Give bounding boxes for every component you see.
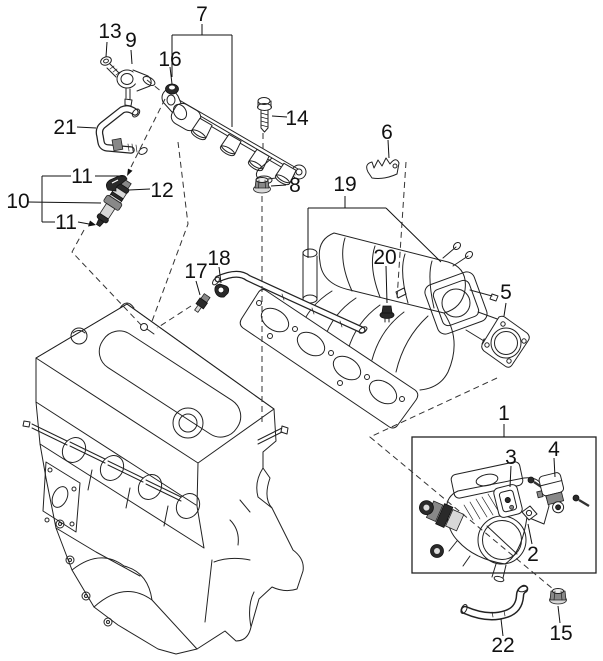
- bolt-13: [100, 56, 121, 78]
- intake-manifold-gasket: [239, 288, 419, 429]
- callout-15[interactable]: 15: [549, 622, 572, 645]
- callout-2[interactable]: 2: [527, 543, 539, 566]
- direction-arrows: [88, 168, 133, 227]
- callout-16[interactable]: 16: [158, 48, 181, 71]
- callout-5[interactable]: 5: [500, 281, 512, 304]
- sensor-17: [194, 293, 211, 313]
- throttle-gasket-5: [481, 315, 530, 368]
- callout-13[interactable]: 13: [98, 20, 121, 43]
- callout-7[interactable]: 7: [196, 3, 208, 26]
- callout-4[interactable]: 4: [548, 438, 560, 461]
- bolt-14: [257, 97, 272, 133]
- fuel-rail: [161, 89, 307, 186]
- callout-14[interactable]: 14: [285, 107, 309, 130]
- engine-block: [22, 302, 304, 655]
- bracket-6: [366, 157, 400, 179]
- assembly-dashed-lines: [71, 79, 554, 590]
- callout-leaders: [27, 24, 561, 637]
- callout-19[interactable]: 19: [333, 173, 356, 196]
- callout-1[interactable]: 1: [498, 402, 510, 425]
- callout-6[interactable]: 6: [381, 121, 393, 144]
- callout-3[interactable]: 3: [505, 446, 517, 469]
- nut-15: [549, 588, 567, 605]
- pressure-regulator-9: [116, 69, 156, 107]
- clamp-18: [214, 283, 230, 298]
- callout-9[interactable]: 9: [125, 29, 137, 52]
- isc-motor: [419, 500, 465, 532]
- bypass-pipe: [212, 270, 368, 334]
- bolt-20: [379, 287, 407, 323]
- callout-17[interactable]: 17: [184, 260, 207, 283]
- nut-8: [253, 177, 271, 194]
- callout-20[interactable]: 20: [373, 246, 396, 269]
- callout-22[interactable]: 22: [491, 634, 514, 657]
- hose-22: [460, 584, 529, 621]
- grommet-16: [165, 83, 179, 95]
- callout-12[interactable]: 12: [150, 179, 173, 202]
- gasket-2: [521, 505, 538, 521]
- callout-21[interactable]: 21: [53, 116, 76, 139]
- valve-screw: [572, 494, 590, 508]
- callout-8[interactable]: 8: [289, 174, 301, 197]
- callout-11-lower[interactable]: 11: [55, 211, 77, 234]
- tps-3: [493, 484, 523, 518]
- throttle-body-box: [411, 436, 597, 583]
- callout-11-upper[interactable]: 11: [71, 165, 93, 188]
- valve-4: [536, 472, 565, 514]
- hose-21: [95, 105, 148, 155]
- callout-10[interactable]: 10: [6, 190, 29, 213]
- callout-18[interactable]: 18: [207, 247, 230, 270]
- callouts: 7 13 9 16 21 14 6 8 19 11 12 10 11 17 18…: [6, 3, 572, 657]
